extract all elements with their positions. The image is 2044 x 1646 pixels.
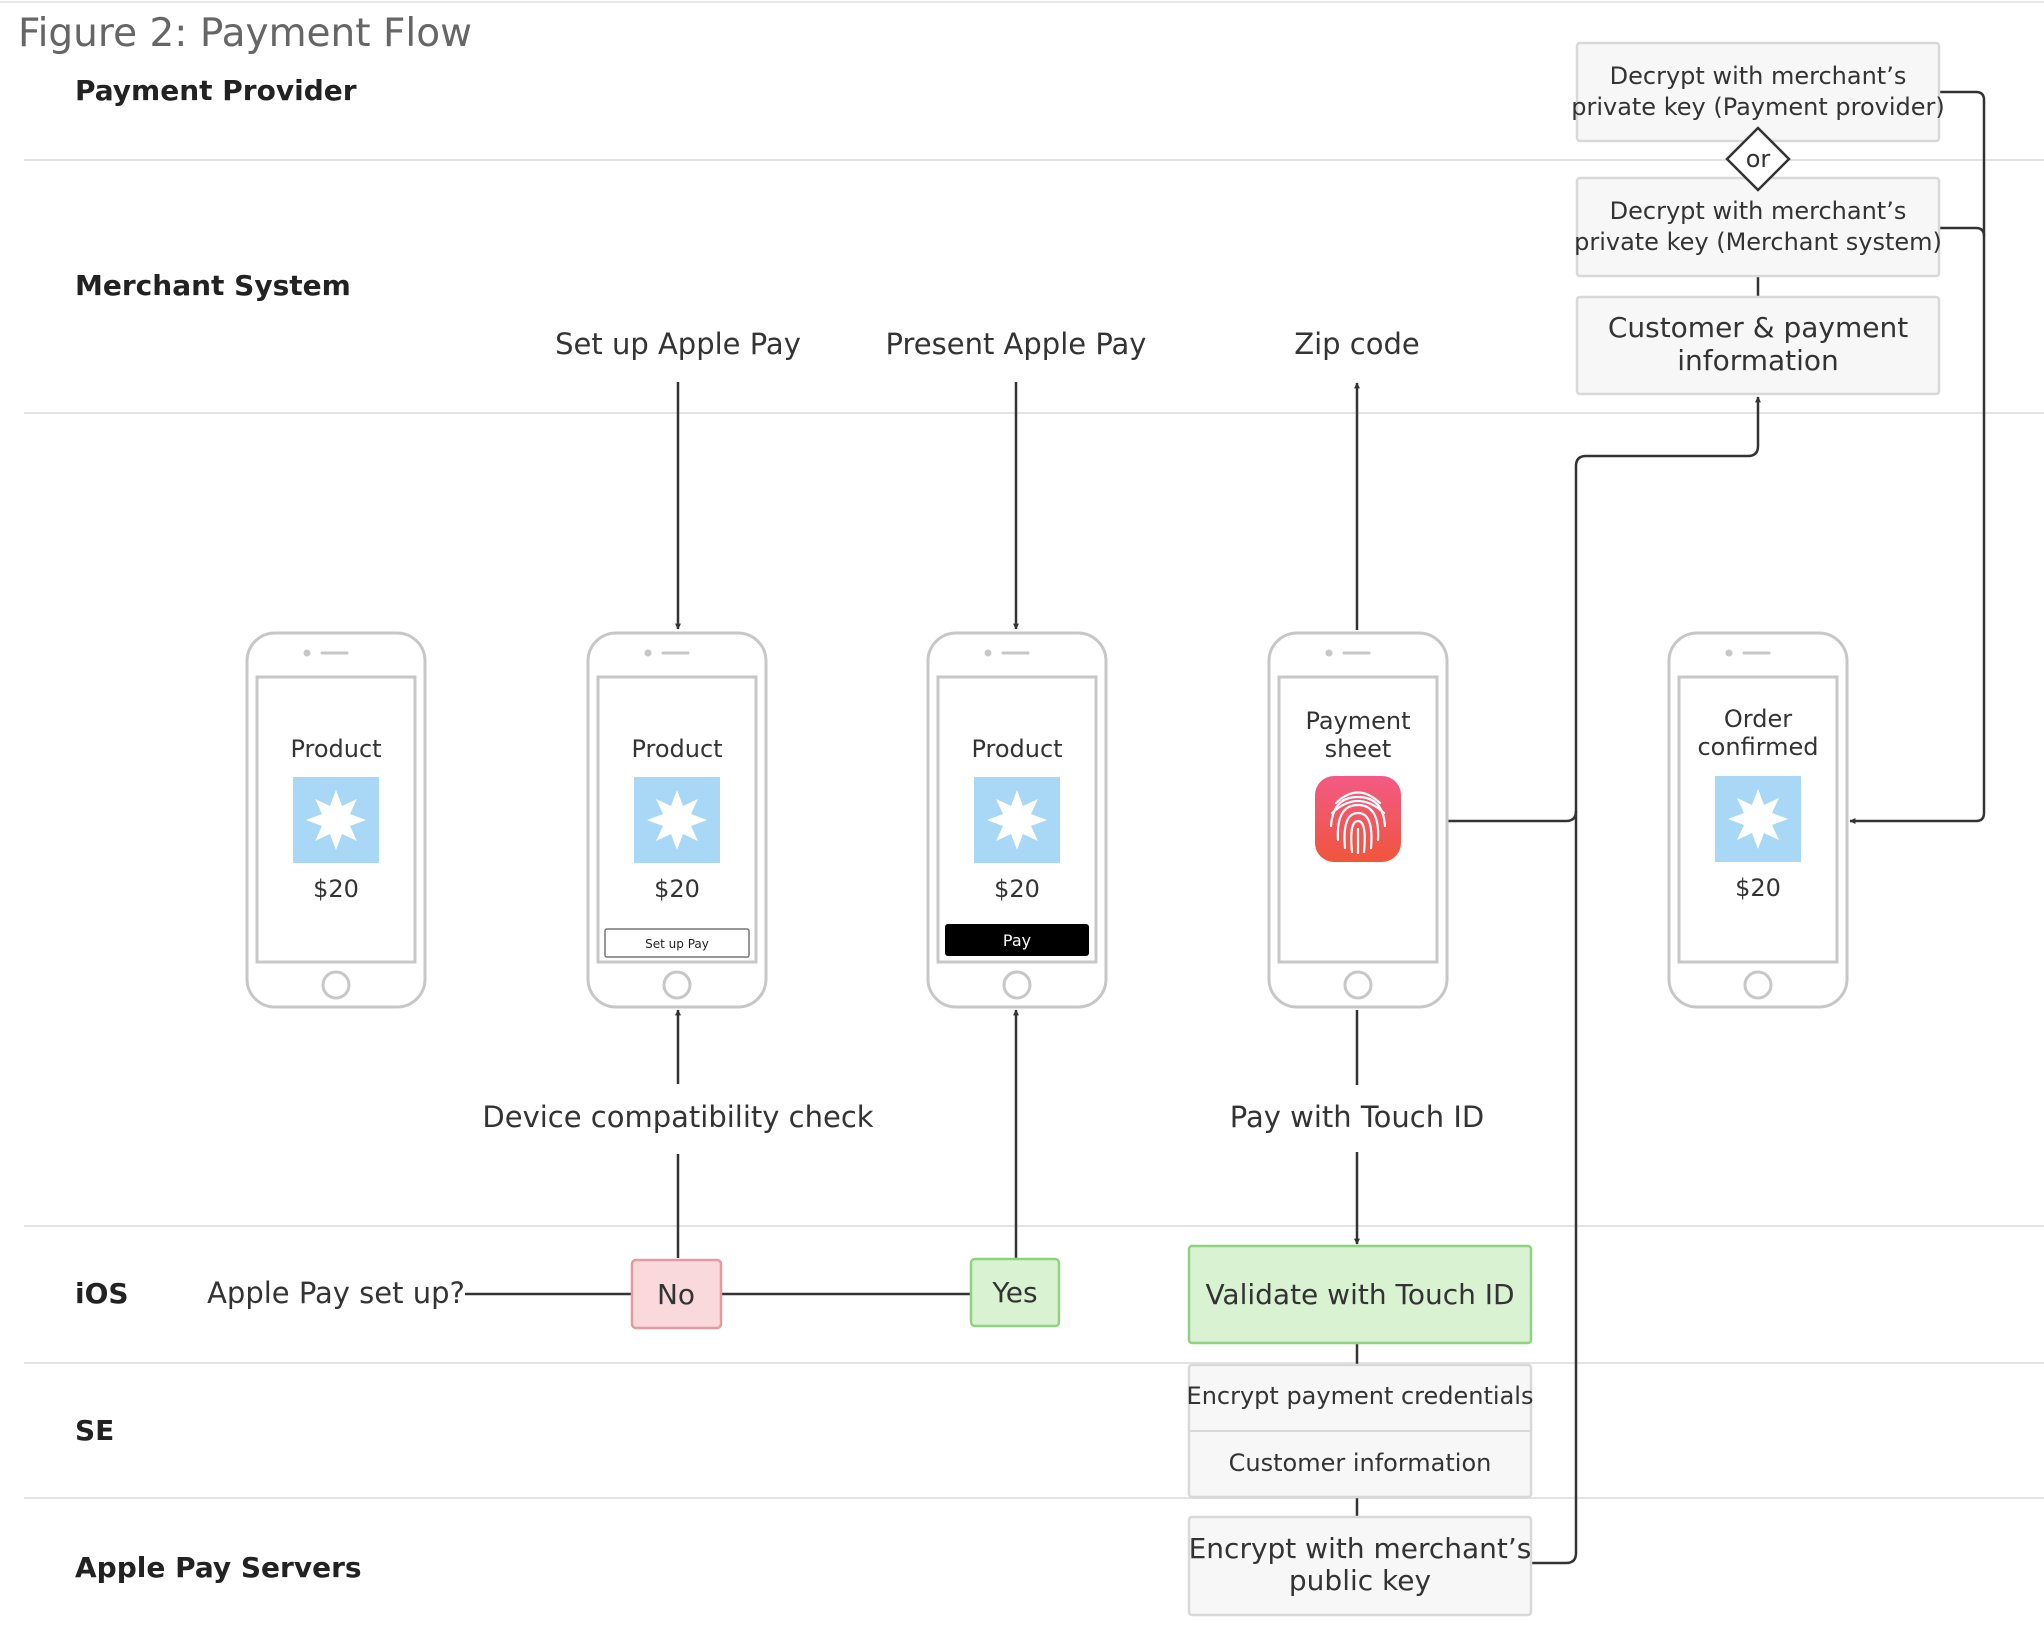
figure-title: Figure 2: Payment Flow (18, 11, 472, 56)
encrypt-public-key-line-1: Encrypt with merchant’s (1189, 1532, 1532, 1565)
phone-1-price: $20 (313, 875, 359, 903)
lane-label-payment-provider: Payment Provider (75, 74, 357, 107)
phone-order-confirmed: Order confirmed $20 (1667, 631, 1849, 1009)
customer-information-label: Customer information (1229, 1449, 1492, 1477)
box-validate-touch-id: Validate with Touch ID (1187, 1244, 1533, 1345)
arrow-decrypt-to-phone-5 (1849, 90, 1986, 824)
phone-product-apple-pay: Product $20 Pay (926, 631, 1108, 1009)
phone-3-price: $20 (994, 875, 1040, 903)
line-decrypt-merchant-right (1939, 226, 1986, 237)
arrow-servers-to-customer-info (1532, 396, 1761, 1565)
product-star-icon (974, 777, 1060, 863)
phone-4-screen-line-2: sheet (1325, 735, 1392, 763)
phone-2-screen-title: Product (631, 735, 722, 763)
product-star-icon (634, 777, 720, 863)
phone-5-screen-line-2: confirmed (1697, 733, 1818, 761)
box-customer-payment-information: Customer & payment information (1575, 295, 1941, 396)
box-decrypt-merchant-system: Decrypt with merchant’s private key (Mer… (1574, 176, 1942, 278)
phone-2-price: $20 (654, 875, 700, 903)
lane-label-apple-pay-servers: Apple Pay Servers (75, 1551, 362, 1584)
label-device-compatibility-check: Device compatibility check (482, 1100, 873, 1134)
label-zip-code: Zip code (1294, 327, 1420, 361)
customer-payment-line-2: information (1677, 344, 1839, 377)
or-label: or (1746, 145, 1771, 173)
encrypt-public-key-line-2: public key (1289, 1564, 1431, 1597)
lane-label-merchant-system: Merchant System (75, 269, 351, 302)
product-star-icon (1715, 776, 1801, 862)
decrypt-merchant-line-2: private key (Merchant system) (1574, 228, 1942, 256)
phone-payment-sheet: Payment sheet (1267, 631, 1449, 1009)
label-set-up-apple-pay: Set up Apple Pay (555, 327, 801, 361)
decision-no-label: No (657, 1278, 695, 1311)
decrypt-provider-line-2: private key (Payment provider) (1571, 93, 1945, 121)
phone-3-screen-title: Product (971, 735, 1062, 763)
customer-payment-line-1: Customer & payment (1608, 311, 1908, 344)
phone-product-setup: Product $20 Set up Pay (586, 631, 768, 1009)
decrypt-provider-line-1: Decrypt with merchant’s (1610, 62, 1907, 90)
phone-4-screen-line-1: Payment (1305, 707, 1410, 735)
lane-label-ios: iOS (75, 1277, 129, 1310)
decision-no: No (630, 1258, 723, 1330)
apple-pay-button[interactable]: Pay (945, 924, 1089, 956)
phone-5-price: $20 (1735, 874, 1781, 902)
phone-1-screen-title: Product (290, 735, 381, 763)
label-pay-with-touch-id: Pay with Touch ID (1230, 1100, 1484, 1134)
validate-touch-id-label: Validate with Touch ID (1205, 1278, 1514, 1311)
lane-label-se: SE (75, 1414, 114, 1447)
or-diamond: or (1725, 126, 1791, 192)
box-decrypt-payment-provider: Decrypt with merchant’s private key (Pay… (1571, 41, 1945, 143)
box-encrypt-public-key: Encrypt with merchant’s public key (1187, 1515, 1533, 1617)
phone-product: Product $20 (245, 631, 427, 1009)
box-encrypt-payment-credentials: Encrypt payment credentials Customer inf… (1187, 1363, 1534, 1499)
apple-pay-button-label: Pay (1003, 931, 1031, 950)
decision-yes-label: Yes (991, 1276, 1037, 1309)
product-star-icon (293, 777, 379, 863)
set-up-apple-pay-button-label: Set up Pay (645, 937, 709, 951)
phone-5-screen-line-1: Order (1724, 705, 1792, 733)
encrypt-credentials-label: Encrypt payment credentials (1187, 1382, 1534, 1410)
label-present-apple-pay: Present Apple Pay (886, 327, 1147, 361)
decision-yes: Yes (969, 1257, 1061, 1328)
line-phone-4-to-merchant (1448, 810, 1578, 823)
decrypt-merchant-line-1: Decrypt with merchant’s (1610, 197, 1907, 225)
set-up-apple-pay-button[interactable]: Set up Pay (604, 928, 750, 958)
label-apple-pay-set-up-question: Apple Pay set up? (207, 1276, 465, 1310)
touch-id-fingerprint-icon (1315, 776, 1401, 862)
